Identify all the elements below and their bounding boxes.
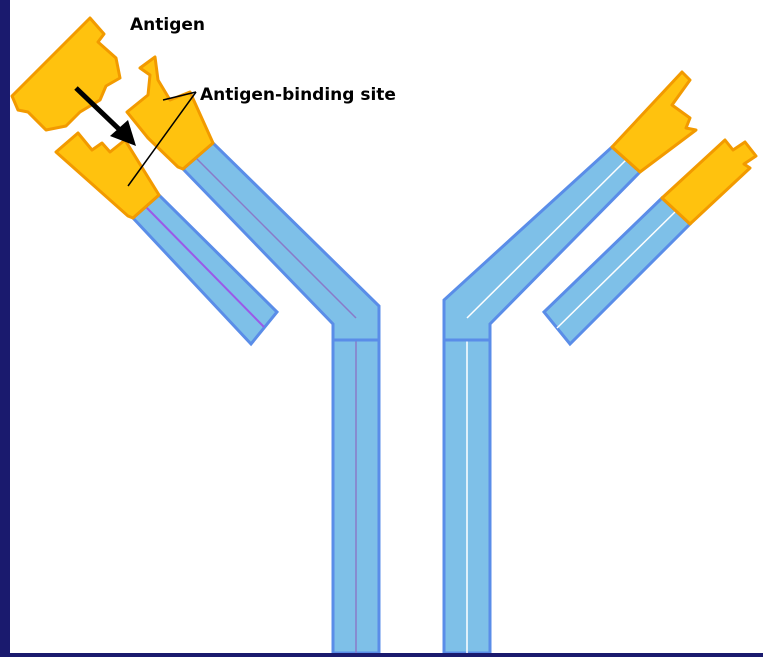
left-heavy-chain-constant: [183, 143, 379, 340]
right-light-chain-variable-region: [662, 140, 756, 224]
right-light-chain: [544, 140, 756, 344]
binding-arrow-icon: [76, 88, 136, 146]
frame-left-border: [0, 0, 10, 653]
left-heavy-chain-variable-region: [127, 57, 213, 169]
antibody-diagram: Antigen Antigen-binding site: [10, 0, 763, 653]
right-heavy-chain-variable-region: [612, 72, 696, 172]
diagram-canvas: Antigen Antigen-binding site: [10, 0, 763, 653]
fc-stem: [333, 314, 490, 653]
left-light-chain-variable-region: [56, 133, 159, 218]
left-light-chain: [56, 133, 277, 344]
antigen-label: Antigen: [130, 15, 205, 35]
binding-site-label: Antigen-binding site: [200, 85, 396, 105]
